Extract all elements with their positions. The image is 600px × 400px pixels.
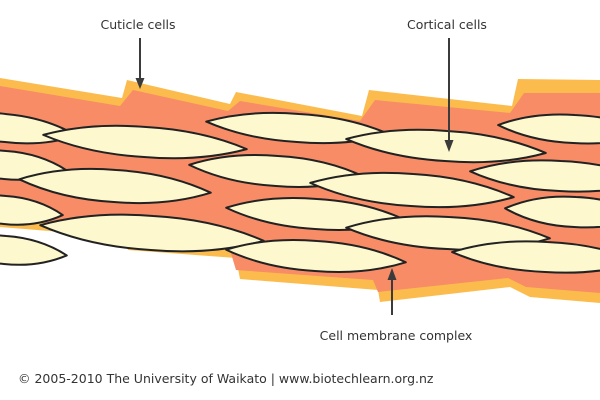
cortical-cell (0, 234, 68, 266)
cuticle-cells-label: Cuticle cells (100, 17, 175, 32)
cortical-cell (225, 239, 407, 273)
cortical-cell (504, 195, 600, 229)
cell-membrane-complex-label: Cell membrane complex (320, 328, 473, 343)
cortical-cell (18, 167, 212, 205)
cortical-cell (345, 215, 551, 251)
cell-membrane-arrow (387, 268, 397, 315)
copyright-credit: © 2005-2010 The University of Waikato | … (18, 371, 434, 386)
cortical-cell (451, 240, 600, 274)
cortical-cell (309, 171, 515, 209)
cuticle-arrow (135, 38, 145, 89)
cortical-cells-group (0, 111, 600, 274)
cortical-cells-label: Cortical cells (407, 17, 487, 32)
cortical-cell (345, 128, 547, 164)
cortical-cell (0, 194, 64, 226)
cortical-arrow (444, 38, 454, 152)
cortical-cell (497, 113, 600, 145)
cortical-cell (469, 159, 600, 193)
cortical-cell (42, 124, 248, 160)
